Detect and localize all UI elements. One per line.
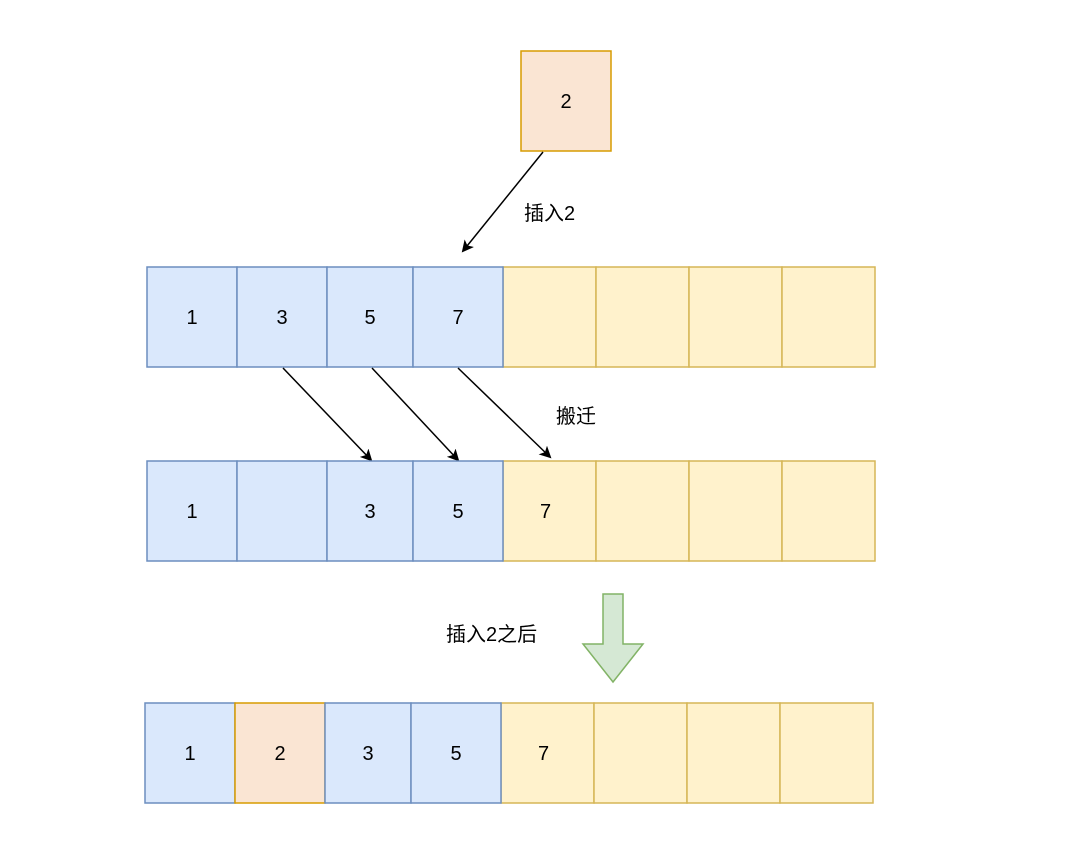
array-cell-value: 7 [538,743,549,765]
array-cell-value: 5 [452,501,463,523]
array-cell: 1 [146,460,238,562]
array-cell-value: 7 [452,307,463,329]
array-cell-value: 1 [186,307,197,329]
array-cell [236,460,328,562]
array-cell [781,266,876,368]
array-cell-box [595,460,690,562]
array-cell-box [688,266,783,368]
new-element-box [520,50,612,152]
array-cell-box [500,702,595,804]
array-cell: 3 [326,460,414,562]
array-cell: 5 [412,460,504,562]
array-cell: 7 [502,460,597,562]
array-cell-box [593,702,688,804]
down-arrow-icon [581,593,645,684]
array-cell-value: 1 [186,501,197,523]
array-cell-box [686,702,781,804]
array-cell-value: 5 [364,307,375,329]
array-row-result: 7 1 2 3 5 [144,702,874,804]
array-cell: 7 [412,266,504,368]
array-cell [779,702,874,804]
array-cell-box [595,266,690,368]
array-cell-box [781,266,876,368]
insert-label: 插入2 [524,202,575,225]
array-cell [686,702,781,804]
shift-arrow-7 [457,367,552,459]
array-cell-value: 1 [184,743,195,765]
array-cell: 3 [324,702,412,804]
array-cell-box [234,702,326,804]
array-cell-box [779,702,874,804]
new-element-value: 2 [560,91,571,113]
array-cell [688,460,783,562]
new-element: 2 [520,50,612,152]
array-cell [688,266,783,368]
insert-arrow [461,151,544,253]
array-cell-box [236,266,328,368]
array-row-original: 1 3 5 7 [146,266,876,368]
array-cell: 1 [146,266,238,368]
array-cell-box [502,266,597,368]
array-cell: 1 [144,702,236,804]
array-cell-box [781,460,876,562]
array-cell-value: 7 [540,501,551,523]
array-cell-box [324,702,412,804]
array-cell-box [688,460,783,562]
array-cell-box [412,460,504,562]
array-cell-box [146,266,238,368]
shift-arrow-3 [282,367,373,462]
array-cell: 3 [236,266,328,368]
array-cell: 2 [234,702,326,804]
array-cell [595,460,690,562]
move-label: 搬迁 [556,405,596,428]
array-cell-box [412,266,504,368]
array-cell-box [146,460,238,562]
array-cell-box [410,702,502,804]
array-cell: 7 [500,702,595,804]
array-cell-value: 2 [274,743,285,765]
array-cell-box [236,460,328,562]
after-insert-label: 插入2之后 [446,623,537,646]
array-cell-value: 3 [362,743,373,765]
array-cell-value: 3 [276,307,287,329]
array-cell-value: 5 [450,743,461,765]
array-cell: 5 [326,266,414,368]
array-cell [593,702,688,804]
array-row-shifting: 7 1 3 5 [146,460,876,562]
array-cell [502,266,597,368]
shift-arrows [282,367,552,462]
shift-arrow-5 [371,367,460,462]
array-cell [781,460,876,562]
array-cell-box [326,460,414,562]
array-cell [595,266,690,368]
array-cell-value: 3 [364,501,375,523]
array-cell: 5 [410,702,502,804]
